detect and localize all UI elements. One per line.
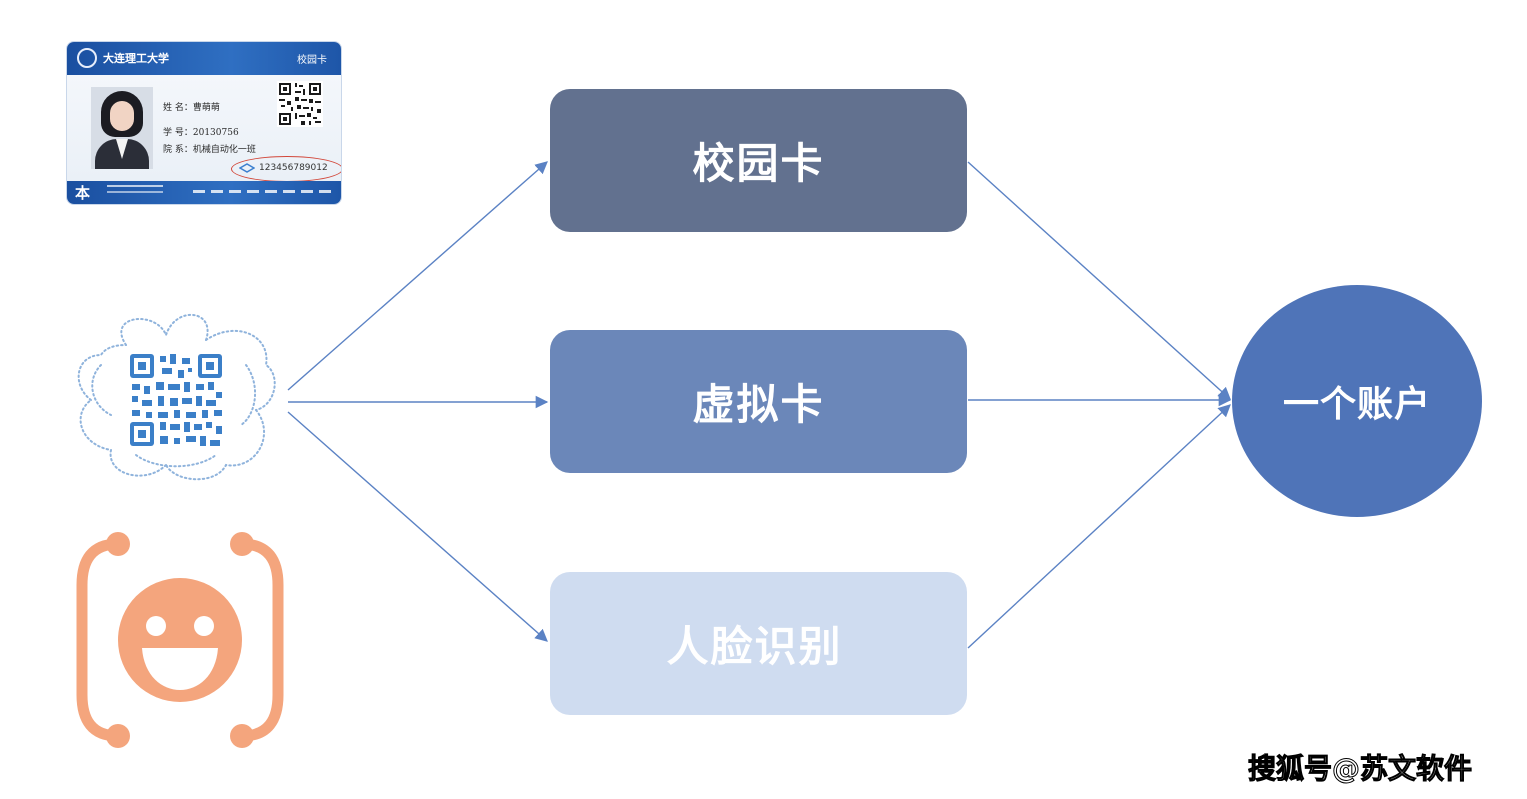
school-seal-icon xyxy=(77,48,97,68)
card-school-name: 大连理工大学 xyxy=(103,52,169,65)
arrow-qr-to-campus xyxy=(287,161,548,391)
campus-card-label: 校园卡 xyxy=(692,139,825,188)
student-photo xyxy=(91,87,153,169)
arrow-face-to-account xyxy=(967,404,1231,649)
card-number: 123456789012 xyxy=(259,163,328,173)
virtual-card-label: 虚拟卡 xyxy=(692,380,825,429)
card-id-line: 学 号：20130756 xyxy=(163,128,239,138)
account-circle: 一个账户 xyxy=(1232,285,1482,517)
arrow-campus-to-account xyxy=(967,161,1231,400)
card-qr-code-icon xyxy=(277,81,323,127)
campus-card-box: 校园卡 xyxy=(550,89,967,232)
card-footer-mark: 本 xyxy=(75,184,91,202)
arrow-qr-to-face xyxy=(287,411,548,642)
card-logo-icon xyxy=(239,163,255,173)
virtual-card-box: 虚拟卡 xyxy=(550,330,967,473)
card-name-line: 姓 名：曹萌萌 xyxy=(163,103,220,113)
face-scan-icon xyxy=(76,532,284,748)
card-brand-label: 校园卡 xyxy=(297,55,327,66)
card-header-band xyxy=(67,42,341,75)
card-footer-band: 本 xyxy=(67,181,341,204)
card-dept-line: 院 系：机械自动化一班 xyxy=(163,145,256,155)
qr-code-icon xyxy=(77,313,276,481)
account-label: 一个账户 xyxy=(1282,384,1431,425)
card-footer-info xyxy=(107,185,163,187)
card-footer-script xyxy=(193,190,331,193)
campus-id-card-image: 大连理工大学 校园卡 姓 名：曹萌萌 学 号：20130756 院 系：机械自动… xyxy=(67,42,341,204)
face-recognition-box: 人脸识别 xyxy=(550,572,967,715)
face-recognition-label: 人脸识别 xyxy=(666,622,843,671)
watermark-text: 搜狐号@苏文软件 xyxy=(1247,752,1473,786)
